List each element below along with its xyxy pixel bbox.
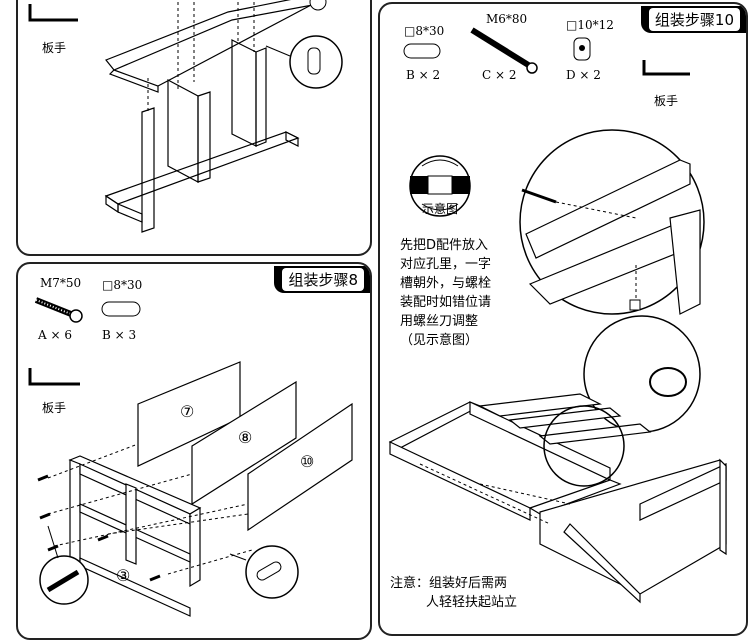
part-d-spec: □10*12 (566, 18, 614, 32)
dowel-icon (403, 43, 441, 59)
wrench-icon (642, 60, 690, 76)
part-b-spec: □8*30 (404, 24, 445, 38)
step10-panel: 组装步骤10 (378, 2, 748, 636)
step8-title: 组装步骤8 (274, 266, 370, 293)
board-10 (247, 402, 353, 532)
board-number-7: ⑦ (180, 402, 195, 421)
wrench-icon (28, 368, 80, 386)
part-d-qty: D × 2 (566, 68, 601, 82)
part-c-spec: M6*80 (486, 12, 528, 26)
part-b-qty: B × 3 (102, 328, 137, 342)
dowel-icon (101, 301, 141, 317)
board-number-10: ⑩ (300, 452, 315, 471)
detail-zoom-icon (543, 405, 625, 487)
barrel-nut-icon (573, 37, 591, 61)
part-b-qty: B × 2 (406, 68, 441, 82)
step8-diagram (28, 297, 353, 617)
part-a-spec: M7*50 (40, 276, 82, 290)
step7-diagram (28, 0, 343, 233)
wrench-label: 板手 (42, 401, 67, 415)
wrench-icon (28, 4, 78, 22)
wrench-label: 板手 (42, 41, 67, 55)
board-8 (191, 380, 297, 506)
step8-panel: 组装步骤8 (16, 262, 372, 640)
wrench-label: 板手 (654, 94, 679, 108)
bolt-icon (470, 27, 538, 74)
step10-diagram (388, 27, 727, 604)
board-number-8: ⑧ (238, 428, 253, 447)
screw-icon (34, 297, 83, 323)
step7-panel: 板手 (16, 0, 372, 256)
notice-text: 注意：组装好后需两 人轻轻扶起站立 (390, 576, 518, 610)
part-c-qty: C × 2 (482, 68, 517, 82)
step10-title: 组装步骤10 (640, 6, 746, 33)
schematic-label: 示意图 (422, 202, 459, 216)
part-a-qty: A × 6 (38, 328, 72, 342)
board-number-3: ③ (116, 566, 131, 585)
instruction-text: 先把D配件放入 对应孔里，一字 槽朝外，与螺栓 装配时如错位请 用螺丝刀调整 （… (400, 238, 492, 348)
part-b-spec: □8*30 (102, 278, 143, 292)
